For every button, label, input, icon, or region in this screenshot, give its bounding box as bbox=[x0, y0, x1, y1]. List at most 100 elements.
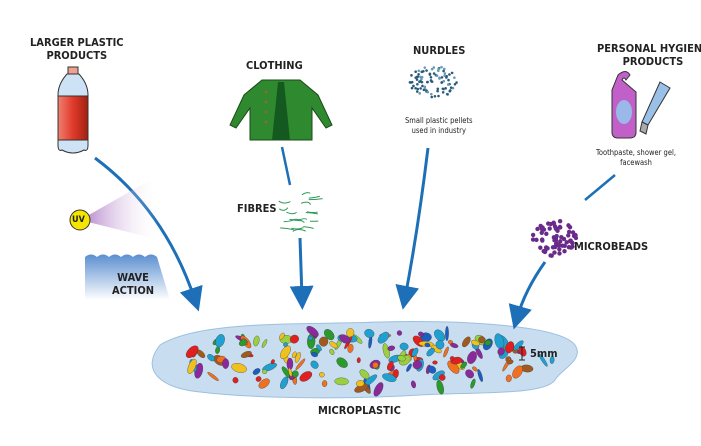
fibre bbox=[283, 219, 295, 223]
microplastic-fragment bbox=[252, 368, 261, 375]
microplastic-fragment bbox=[359, 369, 370, 379]
microplastic-fragment bbox=[406, 363, 412, 372]
nurdle bbox=[418, 92, 422, 95]
nurdle bbox=[419, 79, 422, 83]
nurdle bbox=[410, 74, 413, 77]
nurdle bbox=[433, 94, 437, 98]
microplastic-fragment bbox=[336, 357, 348, 368]
fibre bbox=[306, 211, 318, 214]
nurdle bbox=[448, 89, 452, 92]
nurdle bbox=[428, 73, 432, 76]
microplastic-fragment bbox=[310, 360, 319, 369]
arrow-microbeads-to-microplastic bbox=[508, 261, 547, 330]
microplastic-fragment bbox=[471, 339, 480, 346]
microplastic-fragment bbox=[321, 380, 328, 387]
nurdle bbox=[423, 66, 427, 69]
plastic-bottle-icon bbox=[57, 66, 89, 154]
nurdle bbox=[449, 86, 453, 89]
fibre bbox=[278, 200, 291, 204]
microplastic-fragment bbox=[436, 379, 444, 395]
nurdle bbox=[422, 88, 426, 92]
microplastic-fragment bbox=[477, 369, 483, 382]
nurdle bbox=[441, 87, 445, 91]
nurdle bbox=[414, 70, 417, 74]
nurdle bbox=[417, 69, 421, 73]
microplastic-fragment bbox=[339, 334, 351, 344]
microbead bbox=[538, 245, 543, 250]
microbead bbox=[557, 251, 562, 256]
microbead bbox=[549, 253, 554, 258]
nurdle bbox=[446, 83, 450, 86]
microplastic-fragment bbox=[185, 345, 199, 358]
fibre bbox=[289, 218, 303, 222]
nurdle bbox=[442, 69, 445, 73]
microplastic-fragment bbox=[418, 331, 424, 337]
nurdle bbox=[435, 74, 439, 78]
arrow-fibres-to-microplastic bbox=[289, 237, 314, 310]
microplastic-fragment bbox=[258, 378, 270, 389]
nurdle bbox=[448, 73, 451, 76]
microplastic-fragment bbox=[396, 330, 403, 336]
nurdle bbox=[440, 81, 444, 84]
nurdle bbox=[440, 65, 443, 69]
microplastic-fragment bbox=[222, 358, 230, 369]
microbead bbox=[551, 220, 556, 225]
microbead bbox=[567, 238, 573, 244]
microbead bbox=[566, 223, 571, 228]
microplastic-fragment bbox=[253, 335, 260, 347]
label-fibres: FIBRES bbox=[237, 202, 277, 215]
microplastic-fragment bbox=[432, 360, 438, 365]
nurdle bbox=[436, 87, 440, 91]
microplastic-fragment bbox=[549, 356, 555, 364]
microplastic-fragment bbox=[187, 358, 197, 374]
fibre bbox=[300, 201, 311, 205]
nurdle bbox=[443, 74, 446, 78]
microbead bbox=[543, 248, 548, 253]
microbead bbox=[564, 240, 569, 245]
nurdle bbox=[443, 72, 447, 75]
nurdle bbox=[412, 84, 415, 88]
nurdle bbox=[426, 80, 429, 84]
fibre bbox=[292, 229, 306, 232]
nurdle bbox=[440, 76, 444, 79]
nurdle bbox=[414, 86, 417, 90]
label-clothing: CLOTHING bbox=[246, 59, 303, 72]
microplastic-fragment bbox=[294, 352, 301, 363]
microplastic-fragment bbox=[424, 342, 431, 348]
nurdle bbox=[441, 90, 445, 94]
microplastic-fragment bbox=[428, 365, 437, 374]
fibre bbox=[303, 226, 314, 229]
microplastic-fragment bbox=[319, 372, 325, 378]
nurdle bbox=[437, 67, 440, 71]
nurdle bbox=[455, 81, 458, 84]
fibre bbox=[278, 207, 289, 211]
microplastic-fragment bbox=[467, 351, 477, 364]
nurdle bbox=[442, 79, 446, 83]
nurdle bbox=[415, 90, 419, 93]
microplastic-fragment bbox=[397, 355, 406, 362]
nurdle bbox=[432, 66, 436, 69]
microbead bbox=[558, 239, 563, 244]
nurdle bbox=[410, 86, 414, 90]
nurdle bbox=[409, 81, 413, 84]
microbead bbox=[573, 232, 578, 238]
microplastic-fragment bbox=[324, 329, 335, 341]
microplastic-fragment bbox=[382, 373, 397, 382]
microbead bbox=[539, 237, 545, 242]
microplastic-fragment bbox=[207, 354, 215, 362]
arrow-clothing-to-fibres bbox=[280, 146, 292, 186]
label-scale: 5mm bbox=[530, 347, 558, 360]
microplastic-fragments bbox=[185, 326, 555, 397]
nurdle bbox=[438, 76, 441, 80]
microplastic-fragment bbox=[435, 340, 445, 350]
fibre bbox=[280, 227, 294, 231]
nurdle bbox=[444, 87, 447, 90]
microbead bbox=[570, 244, 575, 249]
label-microplastic: MICROPLASTIC bbox=[318, 404, 401, 417]
fibre bbox=[308, 198, 323, 201]
microplastic-fragment bbox=[443, 346, 449, 358]
microplastic-fragment bbox=[411, 347, 419, 357]
